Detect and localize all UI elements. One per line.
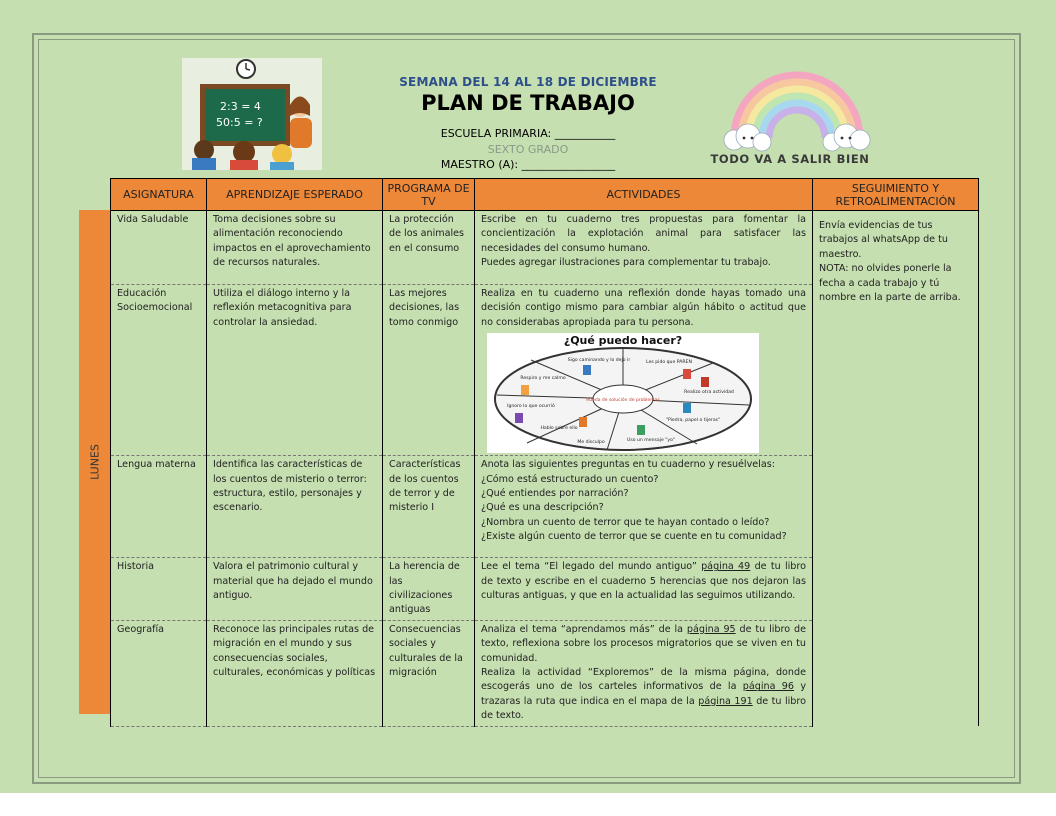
activity-cell: Lee el tema “El legado del mundo antiguo… xyxy=(474,557,813,621)
subject-cell: Lengua materna xyxy=(110,455,207,559)
followup-text: Envía evidencias de tus trabajos al what… xyxy=(819,220,948,260)
learning-cell: Reconoce las principales rutas de migrac… xyxy=(206,619,383,727)
wheel-title: ¿Qué puedo hacer? xyxy=(564,334,682,347)
page-link: página 191 xyxy=(698,695,753,707)
activity-text: Puedes agregar ilustraciones para comple… xyxy=(481,257,771,269)
activity-text: y trazaras la ruta que indica en el mapa… xyxy=(481,681,806,707)
board-line-1: 2:3 = 4 xyxy=(220,100,261,113)
question-item: ¿Nombra un cuento de terror que te hayan… xyxy=(481,516,770,528)
subject-cell: Historia xyxy=(110,557,207,621)
question-item: ¿Qué entiendes por narración? xyxy=(481,488,629,500)
wheel-option: Me disculpo xyxy=(577,439,604,445)
col-header-learning: APRENDIZAJE ESPERADO xyxy=(206,178,383,211)
activity-cell: Realiza en tu cuaderno una reflexión don… xyxy=(474,283,813,457)
wheel-option: Hablo sobre ello xyxy=(540,425,577,431)
activity-cell: Anota las siguientes preguntas en tu cua… xyxy=(474,455,813,559)
tv-cell: Las mejores decisiones, las tomo conmigo xyxy=(382,283,475,457)
col-header-tv: PROGRAMA DE TV xyxy=(382,178,475,211)
table-row: Lengua materna Identifica las caracterís… xyxy=(110,455,979,559)
table-row: Geografía Reconoce las principales rutas… xyxy=(110,619,979,727)
activity-text: de tu libro de texto, reflexiona sobre l… xyxy=(481,623,806,664)
table-row: Historia Valora el patrimonio cultural y… xyxy=(110,557,979,621)
wheel-option: Les pido que PAREN xyxy=(646,359,692,365)
activity-text: Analiza el tema “aprendamos más” de la xyxy=(481,623,687,635)
question-item: ¿Cómo está estructurado un cuento? xyxy=(481,473,659,485)
learning-cell: Valora el patrimonio cultural y material… xyxy=(206,557,383,621)
work-plan-table: ASIGNATURA APRENDIZAJE ESPERADO PROGRAMA… xyxy=(110,178,979,727)
question-item: ¿Qué es una descripción? xyxy=(481,502,604,514)
wheel-center: Rueda de solución de problemas xyxy=(586,396,660,403)
col-header-activities: ACTIVIDADES xyxy=(474,178,813,211)
wheel-option: Uso un mensaje "yo" xyxy=(627,437,675,443)
day-label: LUNES xyxy=(88,444,101,480)
learning-cell: Toma decisiones sobre su alimentación re… xyxy=(206,210,383,285)
problem-solving-wheel: ¿Qué puedo hacer? Rueda de solución de p… xyxy=(487,333,759,454)
activity-cell: Analiza el tema “aprendamos más” de la p… xyxy=(474,619,813,727)
school-field: ESCUELA PRIMARIA: ___________ xyxy=(440,127,616,140)
wheel-option: Ignoro lo que ocurrió xyxy=(507,402,555,409)
col-header-subject: ASIGNATURA xyxy=(110,178,207,211)
table-row: Vida Saludable Toma decisiones sobre su … xyxy=(110,210,979,727)
board-line-2: 50:5 = ? xyxy=(216,116,263,129)
activity-text: de tu libro de texto y escribe en el cua… xyxy=(481,561,806,602)
classroom-illustration: 2:3 = 4 50:5 = ? xyxy=(182,58,322,170)
slogan-text: TODO VA A SALIR BIEN xyxy=(710,152,870,166)
subject-cell: Educación Socioemocional xyxy=(110,283,207,457)
subject-cell: Vida Saludable xyxy=(110,210,207,285)
day-column xyxy=(79,210,111,714)
activity-text: de tu libro de texto. xyxy=(481,695,806,722)
activity-cell: Escribe en tu cuaderno tres propuestas p… xyxy=(474,210,813,285)
inner-frame xyxy=(38,39,1015,778)
rainbow-icon xyxy=(723,71,871,152)
activity-text: Anota las siguientes preguntas en tu cua… xyxy=(481,459,775,471)
outer-frame xyxy=(32,33,1021,784)
table-row: Educación Socioemocional Utiliza el diál… xyxy=(110,283,979,457)
followup-cell: Envía evidencias de tus trabajos al what… xyxy=(812,210,979,727)
col-header-followup: SEGUIMIENTO Y RETROALIMENTACIÓN xyxy=(812,178,979,211)
tv-cell: La herencia de las civilizaciones antigu… xyxy=(382,557,475,621)
activity-text: Realiza la actividad “Exploremos” de la … xyxy=(481,667,806,693)
grade-label: SEXTO GRADO xyxy=(487,143,569,156)
learning-cell: Utiliza el diálogo interno y la reflexió… xyxy=(206,283,383,457)
activity-text: Lee el tema “El legado del mundo antiguo… xyxy=(481,561,702,573)
tv-cell: La protección de los animales en el cons… xyxy=(382,210,475,285)
page-link: página 95 xyxy=(686,623,736,635)
wheel-option: Sigo caminando y lo dejo ir xyxy=(568,357,631,363)
tv-cell: Características de los cuentos de terror… xyxy=(382,455,475,559)
week-label: SEMANA DEL 14 AL 18 DE DICIEMBRE xyxy=(399,75,657,89)
wheel-option: "Piedra, papel o tijeras" xyxy=(666,417,720,423)
page-title: PLAN DE TRABAJO xyxy=(421,91,635,115)
teacher-field: MAESTRO (A): _________________ xyxy=(440,158,616,171)
day-label-container: LUNES xyxy=(79,210,110,714)
subject-cell: Geografía xyxy=(110,619,207,727)
wheel-option: Realizo otra actividad xyxy=(684,389,734,395)
wheel-option: Respiro y me calmo xyxy=(520,375,565,381)
learning-cell: Identifica las características de los cu… xyxy=(206,455,383,559)
page-link: página 96 xyxy=(742,681,794,693)
question-item: ¿Existe algún cuento de terror que se cu… xyxy=(481,531,787,543)
tv-cell: Consecuencias sociales y culturales de l… xyxy=(382,619,475,727)
activity-text: Realiza en tu cuaderno una reflexión don… xyxy=(481,288,806,328)
table-header-row: ASIGNATURA APRENDIZAJE ESPERADO PROGRAMA… xyxy=(110,178,979,211)
page-link: página 49 xyxy=(701,561,751,573)
activity-text: Escribe en tu cuaderno tres propuestas p… xyxy=(481,214,806,254)
followup-note: NOTA: no olvides ponerle la fecha a cada… xyxy=(819,263,961,304)
